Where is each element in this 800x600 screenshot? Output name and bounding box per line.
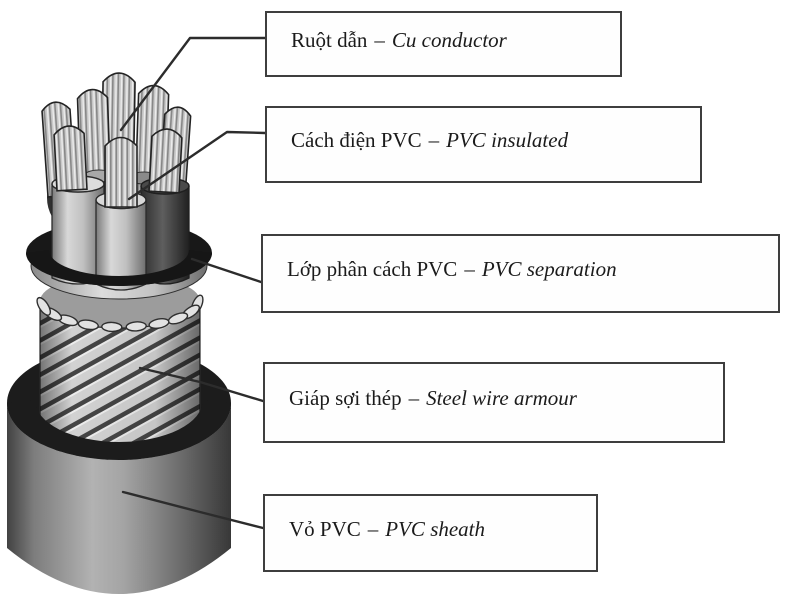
armour-wire-ends xyxy=(36,294,204,333)
label-box-pvc-insulated: Cách điện PVC – PVC insulated xyxy=(265,106,702,183)
label-box-cu-conductor: Ruột dẫn – Cu conductor xyxy=(265,11,622,77)
label-vi-steel-armour: Giáp sợi thép xyxy=(289,386,402,410)
label-en-pvc-sheath: PVC sheath xyxy=(385,516,486,541)
label-box-pvc-separation: Lớp phân cách PVC – PVC separation xyxy=(261,234,780,313)
label-en-pvc-insulated: PVC insulated xyxy=(446,128,569,152)
label-vi-pvc-sheath: Vỏ PVC xyxy=(289,516,361,541)
leader-line-pvc-sheath xyxy=(121,490,265,530)
sheath-top-face-front xyxy=(7,400,231,460)
label-separator: – xyxy=(464,257,475,281)
leader-line-steel-armour xyxy=(138,366,265,403)
label-box-steel-armour: Giáp sợi thép – Steel wire armour xyxy=(263,362,725,443)
label-vi-pvc-insulated: Cách điện PVC xyxy=(291,128,422,152)
label-separator: – xyxy=(428,128,440,152)
pvc-separation-front-rim xyxy=(26,250,212,286)
leader-line-cu-conductor xyxy=(119,36,267,132)
leader-line-pvc-separation xyxy=(190,257,263,284)
leader-line-pvc-insulated xyxy=(127,130,267,201)
label-separator: – xyxy=(367,516,379,541)
label-en-steel-armour: Steel wire armour xyxy=(426,386,577,410)
label-en-cu-conductor: Cu conductor xyxy=(391,27,507,52)
label-en-pvc-separation: PVC separation xyxy=(481,257,617,281)
label-vi-pvc-separation: Lớp phân cách PVC xyxy=(287,257,458,281)
label-vi-cu-conductor: Ruột dẫn xyxy=(291,27,368,52)
cu-conductors-front xyxy=(53,125,183,208)
label-separator: – xyxy=(374,27,385,52)
label-box-pvc-sheath: Vỏ PVC – PVC sheath xyxy=(263,494,598,572)
pvc-sheath-layer xyxy=(7,403,231,594)
label-separator: – xyxy=(408,386,420,410)
